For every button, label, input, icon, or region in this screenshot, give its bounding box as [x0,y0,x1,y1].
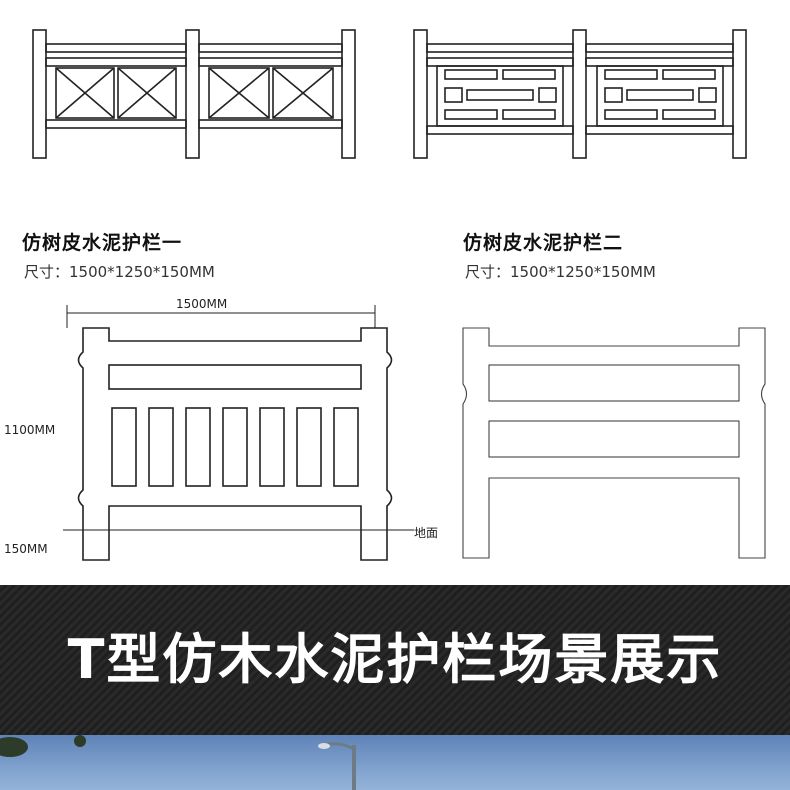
railing-one-drawing [77,327,393,561]
ground-label: 地面 [414,526,438,540]
section-banner: T型仿木水泥护栏场景展示 [0,585,790,735]
banner-title: T型仿木水泥护栏场景展示 [67,628,723,691]
dimension-base-label: 150MM [4,542,48,556]
product-size-2: 尺寸：1500*1250*150MM [465,263,656,281]
product-size-1: 尺寸：1500*1250*150MM [24,263,215,281]
street-lamp-photo [0,735,356,790]
top-railing-drawings [32,29,747,159]
scene-photo [0,735,790,790]
bottom-railing-drawings: 1500MM 1100MM 150MM 地面 [4,297,766,561]
product-title-2: 仿树皮水泥护栏二 [463,232,624,254]
dimension-width-label: 1500MM [176,297,227,311]
product-title-1: 仿树皮水泥护栏一 [22,232,183,254]
dimension-height-label: 1100MM [4,423,55,437]
railing-two-drawing [462,327,766,559]
